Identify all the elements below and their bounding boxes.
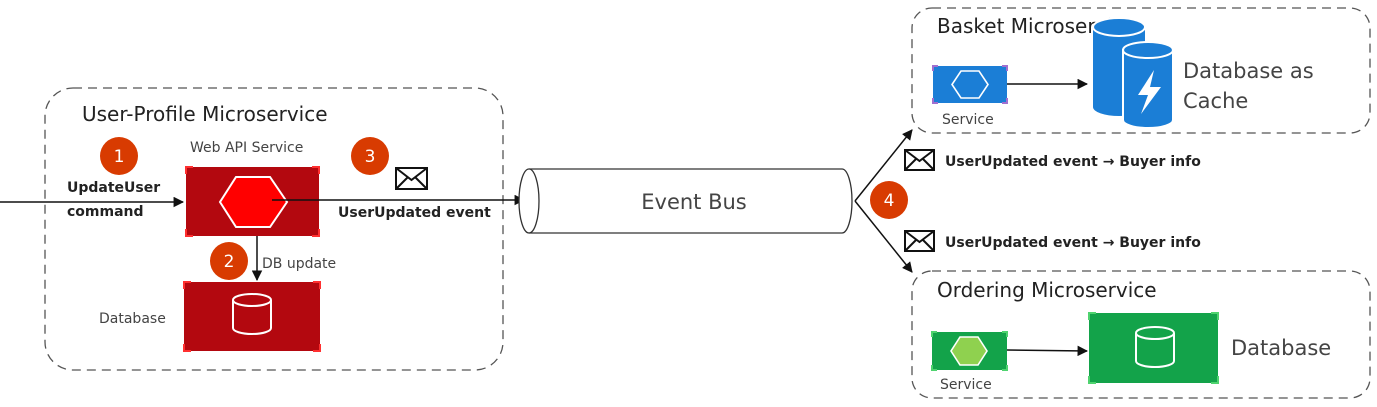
hexagon-icon <box>951 70 989 99</box>
database-icon <box>1135 326 1175 368</box>
ordering-microservice: Ordering Microservice Service Database <box>911 270 1371 399</box>
step-badge-1: 1 <box>100 137 138 175</box>
ordering-database-box[interactable] <box>1088 312 1219 384</box>
envelope-icon <box>395 167 428 190</box>
update-user-command-line1: UpdateUser <box>67 180 160 196</box>
svg-text:1: 1 <box>114 147 125 167</box>
basket-subscribe-arrow <box>854 129 913 202</box>
ordering-event-label: UserUpdated event → Buyer info <box>945 235 1201 251</box>
userupdated-event-label: UserUpdated event <box>338 205 491 221</box>
ordering-title: Ordering Microservice <box>937 278 1157 302</box>
database-label: Database <box>99 311 166 327</box>
db-update-label: DB update <box>262 256 336 272</box>
ordering-db-arrow <box>1006 345 1089 357</box>
web-api-service-label: Web API Service <box>190 140 303 156</box>
web-api-service-box[interactable] <box>185 166 320 237</box>
step-badge-2: 2 <box>210 242 248 280</box>
database-icon <box>232 293 272 335</box>
svg-text:4: 4 <box>884 191 895 211</box>
user-profile-database-box[interactable] <box>183 281 321 352</box>
basket-service-box[interactable] <box>932 65 1008 104</box>
update-user-command-line2: command <box>67 204 144 220</box>
ordering-service-label: Service <box>940 377 992 393</box>
basket-db-label-line2: Cache <box>1183 89 1248 113</box>
step-badge-3: 3 <box>351 137 389 175</box>
basket-event-label: UserUpdated event → Buyer info <box>945 154 1201 170</box>
basket-microservice: Basket Microservice Service Database as … <box>911 7 1371 134</box>
svg-text:3: 3 <box>365 147 376 167</box>
basket-db-label-line1: Database as <box>1183 59 1314 83</box>
hexagon-icon <box>950 336 988 366</box>
cache-database-icon[interactable] <box>1092 17 1174 129</box>
step-badge-4: 4 <box>870 181 908 219</box>
hexagon-icon <box>218 176 289 228</box>
envelope-icon <box>904 149 935 171</box>
user-profile-boundary <box>44 87 504 371</box>
ordering-db-label: Database <box>1231 336 1331 360</box>
user-profile-title: User-Profile Microservice <box>82 102 328 126</box>
svg-text:2: 2 <box>224 252 235 272</box>
envelope-icon <box>904 230 935 252</box>
event-bus[interactable]: Event Bus <box>518 168 853 234</box>
user-profile-microservice: User-Profile Microservice 1 UpdateUser c… <box>44 87 504 371</box>
ordering-subscribe-arrow <box>854 200 913 273</box>
basket-boundary <box>911 7 1371 134</box>
basket-service-label: Service <box>942 112 994 128</box>
event-bus-label: Event Bus <box>641 190 747 214</box>
ordering-service-box[interactable] <box>931 331 1008 371</box>
